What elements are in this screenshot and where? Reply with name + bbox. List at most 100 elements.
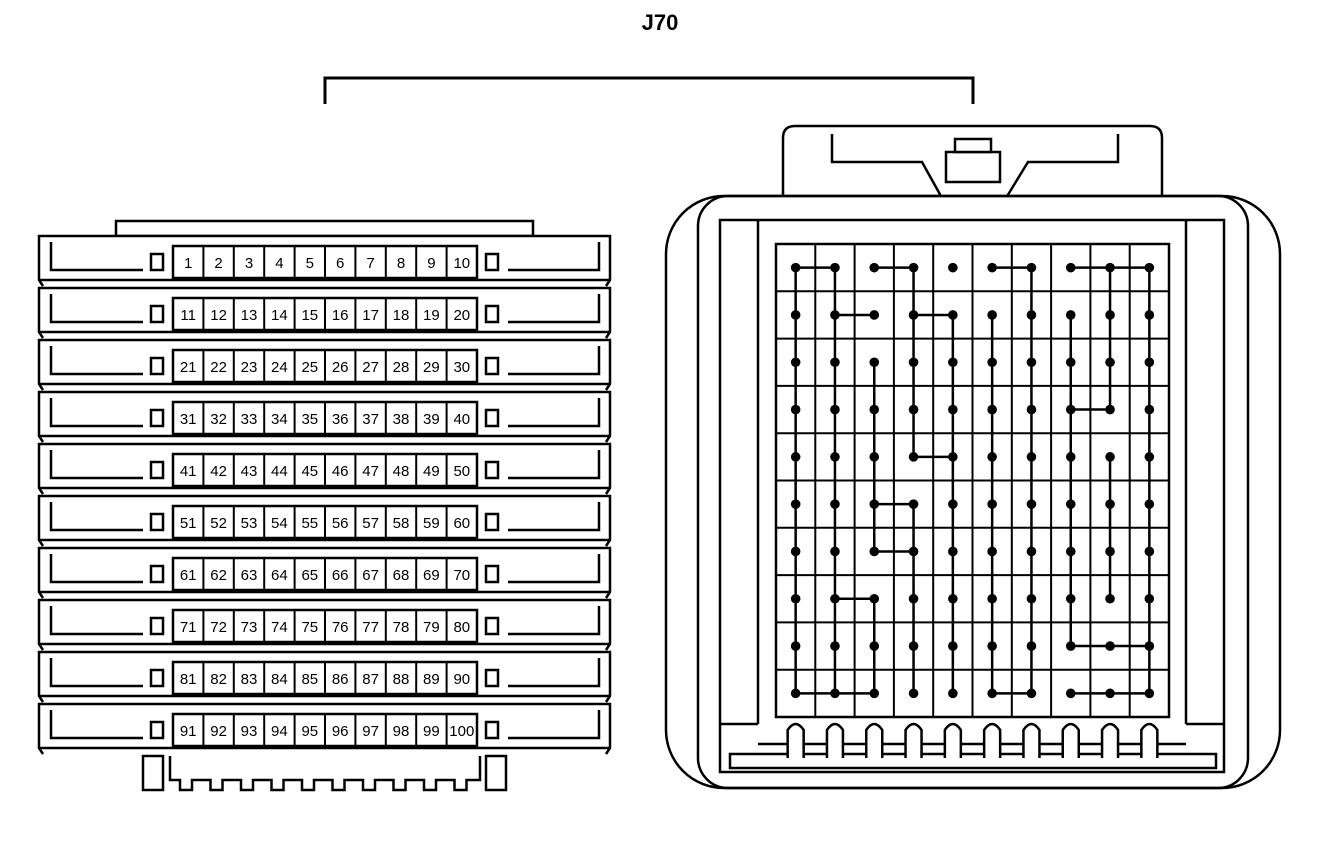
terminal-dot [1026,452,1037,462]
terminal-dot [1065,310,1076,320]
pin-number-label: 98 [393,723,410,740]
terminal-dot [869,262,880,273]
top-rail [114,219,535,238]
pin-number-label: 88 [393,671,410,688]
terminal-dot [987,310,997,320]
terminal-dot [987,262,997,273]
pin-number-label: 22 [210,359,227,376]
terminal-dot [908,404,919,415]
pin-number-label: 94 [271,723,288,740]
terminal-dot [790,688,801,699]
pin-number-label: 41 [180,463,197,480]
terminal-dot [1144,357,1155,368]
terminal-dot [1144,262,1155,273]
keying-slot [865,722,884,758]
terminal-dot [1026,262,1037,273]
pin-number-label: 62 [210,567,227,584]
pin-number-label: 92 [210,723,227,740]
terminal-dot [830,499,840,509]
terminal-dot [790,452,801,462]
terminal-dot [948,593,958,604]
terminal-dot [1065,452,1076,462]
pin-number-label: 80 [453,619,470,636]
terminal-dot [869,593,880,604]
terminal-dot [987,499,997,509]
pin-number-label: 34 [271,411,288,428]
keying-slot [982,722,1002,758]
terminal-dot [869,404,880,415]
pin-number-label: 67 [362,567,379,584]
pin-number-label: 10 [453,255,470,272]
terminal-dot [790,404,801,415]
terminal-dot [908,593,919,604]
terminal-dot [1105,641,1115,651]
pin-number-label: 63 [241,567,258,584]
pin-number-label: 39 [423,411,440,428]
terminal-dot [869,357,880,368]
terminal-dot [1026,357,1037,368]
terminal-dot [987,452,997,462]
connector-name: J70 [641,10,679,35]
terminal-dot [1144,310,1155,320]
terminal-dot [908,688,919,699]
pin-number-label: 3 [245,255,253,272]
pin-number-label: 30 [453,359,470,376]
pin-number-label: 79 [423,619,440,636]
terminal-dot [830,688,840,699]
terminal-dot [1065,499,1076,509]
terminal-dot [987,593,997,604]
terminal-dot [830,404,840,415]
pin-number-label: 90 [453,671,470,688]
pin-number-label: 71 [180,619,197,636]
terminal-dot [830,357,840,368]
top-latch [781,124,1164,199]
terminal-dot [1144,452,1155,462]
terminal-dot [908,641,919,651]
pin-number-label: 35 [301,411,318,428]
pin-number-label: 42 [210,463,227,480]
pin-number-label: 5 [306,255,314,272]
terminal-dot [908,452,919,462]
pin-number-label: 15 [301,307,318,324]
pin-number-label: 55 [301,515,318,532]
pin-number-label: 74 [271,619,288,636]
pin-number-label: 6 [336,255,344,272]
terminal-dot [869,310,880,320]
terminal-dot [1065,262,1076,273]
terminal-dot [1026,641,1037,651]
keying-slot [825,722,845,758]
pin-number-label: 37 [362,411,379,428]
pin-number-label: 21 [180,359,197,376]
terminal-dot [1105,546,1115,557]
terminal-dot [1026,499,1037,509]
terminal-dot [948,641,958,651]
pin-number-label: 60 [453,515,470,532]
terminal-dot [790,499,801,509]
pin-number-label: 27 [362,359,379,376]
keying-slot [1140,722,1159,758]
terminal-dot [830,593,840,604]
terminal-dot [908,262,919,273]
terminal-dot [1144,641,1155,651]
keying-slot [786,722,805,758]
terminal-dot [987,546,997,557]
pin-number-label: 8 [397,255,405,272]
terminal-dot [869,499,880,509]
terminal-dot [987,357,997,368]
pin-number-label: 97 [362,723,379,740]
terminal-dot [790,310,801,320]
terminal-dot [948,546,958,557]
pin-number-label: 23 [241,359,258,376]
terminal-dot [1105,499,1115,509]
pin-number-label: 1 [184,255,192,272]
keying-slot [1100,722,1120,758]
